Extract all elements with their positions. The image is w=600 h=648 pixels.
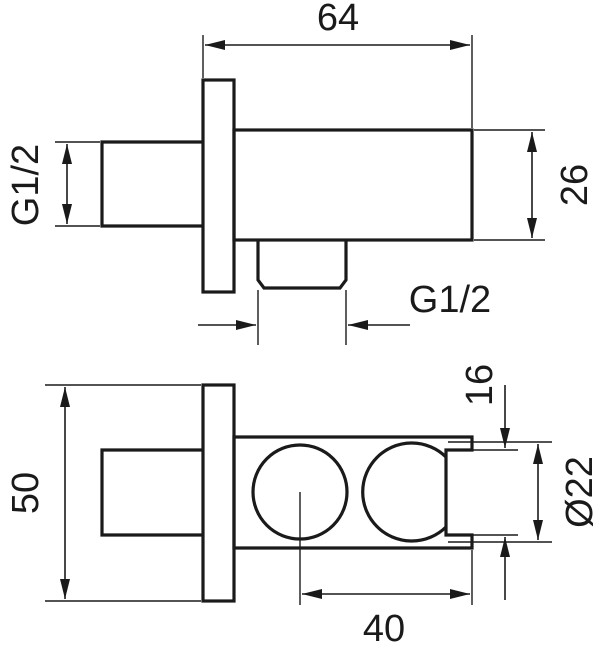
- dim-26-label: 26: [554, 164, 596, 206]
- top-wall-flange: [201, 78, 236, 294]
- dim-40-label: 40: [363, 608, 405, 648]
- front-inlet-stub: [100, 448, 203, 537]
- dim-22-label: Ø22: [559, 456, 600, 528]
- top-view: 64 26 G1/2 G1/2: [5, 0, 596, 345]
- front-view: 50 16 Ø22 40: [5, 364, 600, 648]
- dim-50-label: 50: [5, 472, 47, 514]
- front-holder-cradle: [361, 441, 448, 543]
- front-main-body: [232, 435, 474, 550]
- top-inlet-stub: [100, 140, 203, 228]
- dim-16-label: 16: [459, 364, 501, 406]
- front-wall-flange: [201, 383, 236, 603]
- top-main-body: [232, 128, 474, 242]
- dim-64-label: 64: [317, 0, 359, 39]
- top-outlet-stub: [256, 240, 348, 290]
- dim-g12-bottom-label: G1/2: [409, 279, 491, 321]
- dim-g12-left-label: G1/2: [5, 144, 47, 226]
